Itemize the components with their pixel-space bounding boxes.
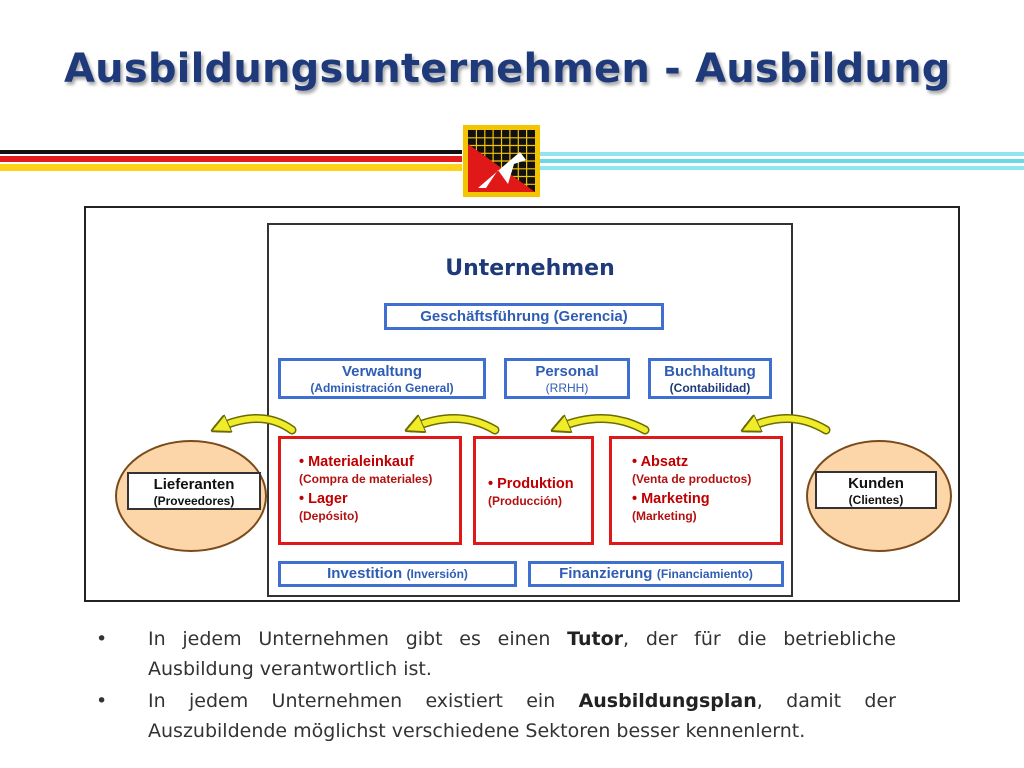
- finance-sub-label: (Inversión): [406, 567, 468, 581]
- german-flag-stripes: [0, 150, 462, 174]
- arrow-to-suppliers: [218, 418, 295, 433]
- environment-frame: [84, 206, 960, 602]
- suppliers-label-box: Lieferanten (Proveedores): [127, 472, 261, 510]
- stripe-black: [0, 150, 462, 154]
- department-sub-label: (RRHH): [545, 381, 589, 395]
- customers-label: Kunden: [848, 475, 904, 492]
- department-box-accounting: Buchhaltung (Contabilidad): [648, 358, 772, 399]
- operation-item-label: • Materialeinkauf: [299, 454, 414, 470]
- department-box-administration: Verwaltung (Administración General): [278, 358, 486, 399]
- bullet-text: In jedem Unternehmen gibt es einen: [148, 628, 568, 650]
- finance-label: Finanzierung: [559, 565, 653, 582]
- management-box: Geschäftsführung (Gerencia): [384, 303, 664, 330]
- bullet-emphasis: Tutor: [567, 628, 624, 650]
- operation-box-sales: • Absatz (Venta de productos) • Marketin…: [609, 436, 783, 545]
- bullet-emphasis: Ausbildungsplan: [578, 690, 757, 712]
- stripe-cyan: [540, 159, 1024, 163]
- operation-item-label: • Marketing: [632, 491, 710, 507]
- finance-label: Investition: [327, 565, 403, 582]
- operation-item-sub-label: (Compra de materiales): [299, 472, 433, 486]
- company-title: Unternehmen: [445, 256, 615, 281]
- arrow-sales-to-production: [558, 418, 648, 430]
- operation-box-procurement: • Materialeinkauf (Compra de materiales)…: [278, 436, 462, 545]
- bullet-item: • In jedem Unternehmen gibt es einen Tuto…: [96, 624, 896, 684]
- operation-box-production: • Produktion (Producción): [473, 436, 594, 545]
- department-sub-label: (Contabilidad): [669, 381, 751, 395]
- finance-box-financing: Finanzierung (Financiamiento): [528, 561, 784, 587]
- operation-item-sub-label: (Producción): [488, 494, 562, 508]
- operation-item-label: • Produktion: [488, 476, 574, 492]
- department-label: Buchhaltung: [664, 363, 756, 380]
- operation-item-sub-label: (Marketing): [632, 509, 697, 523]
- stripe-cyan: [540, 166, 1024, 170]
- bullet-item: • In jedem Unternehmen existiert ein Ausb…: [96, 686, 896, 746]
- stripe-red: [0, 156, 462, 162]
- cyan-stripes: [540, 150, 1024, 174]
- operation-item-label: • Lager: [299, 491, 348, 507]
- department-box-personnel: Personal (RRHH): [504, 358, 630, 399]
- finance-sub-label: (Financiamiento): [656, 567, 753, 581]
- customers-label-box: Kunden (Clientes): [815, 471, 937, 509]
- bullet-text: , der für die betriebliche Ausbildung ve…: [148, 628, 896, 680]
- bullet-list: • In jedem Unternehmen gibt es einen Tuto…: [96, 624, 896, 748]
- operation-item-sub-label: (Venta de productos): [632, 472, 752, 486]
- arrow-production-to-procurement: [412, 418, 498, 430]
- operation-item-label: • Absatz: [632, 454, 689, 470]
- finance-box-investment: Investition (Inversión): [278, 561, 517, 587]
- slide-title: Ausbildungsunternehmen - Ausbildung: [64, 46, 951, 92]
- bullet-text: In jedem Unternehmen existiert ein: [148, 690, 579, 712]
- arrow-customers-to-sales: [748, 418, 829, 433]
- stripe-yellow: [0, 164, 462, 171]
- logo-icon: [463, 125, 540, 197]
- department-label: Verwaltung: [341, 363, 423, 380]
- suppliers-sub-label: (Proveedores): [153, 494, 235, 508]
- department-sub-label: (Administración General): [310, 381, 454, 395]
- suppliers-label: Lieferanten: [153, 476, 235, 493]
- operation-item-sub-label: (Depósito): [299, 509, 359, 523]
- management-label: Geschäftsführung (Gerencia): [420, 308, 628, 325]
- bullet-text: , damit der Auszubildende möglichst vers…: [148, 690, 896, 742]
- bullet-marker: •: [96, 690, 108, 712]
- stripe-cyan: [540, 152, 1024, 156]
- customers-sub-label: (Clientes): [848, 493, 904, 507]
- department-label: Personal: [535, 363, 599, 380]
- bullet-marker: •: [96, 628, 108, 650]
